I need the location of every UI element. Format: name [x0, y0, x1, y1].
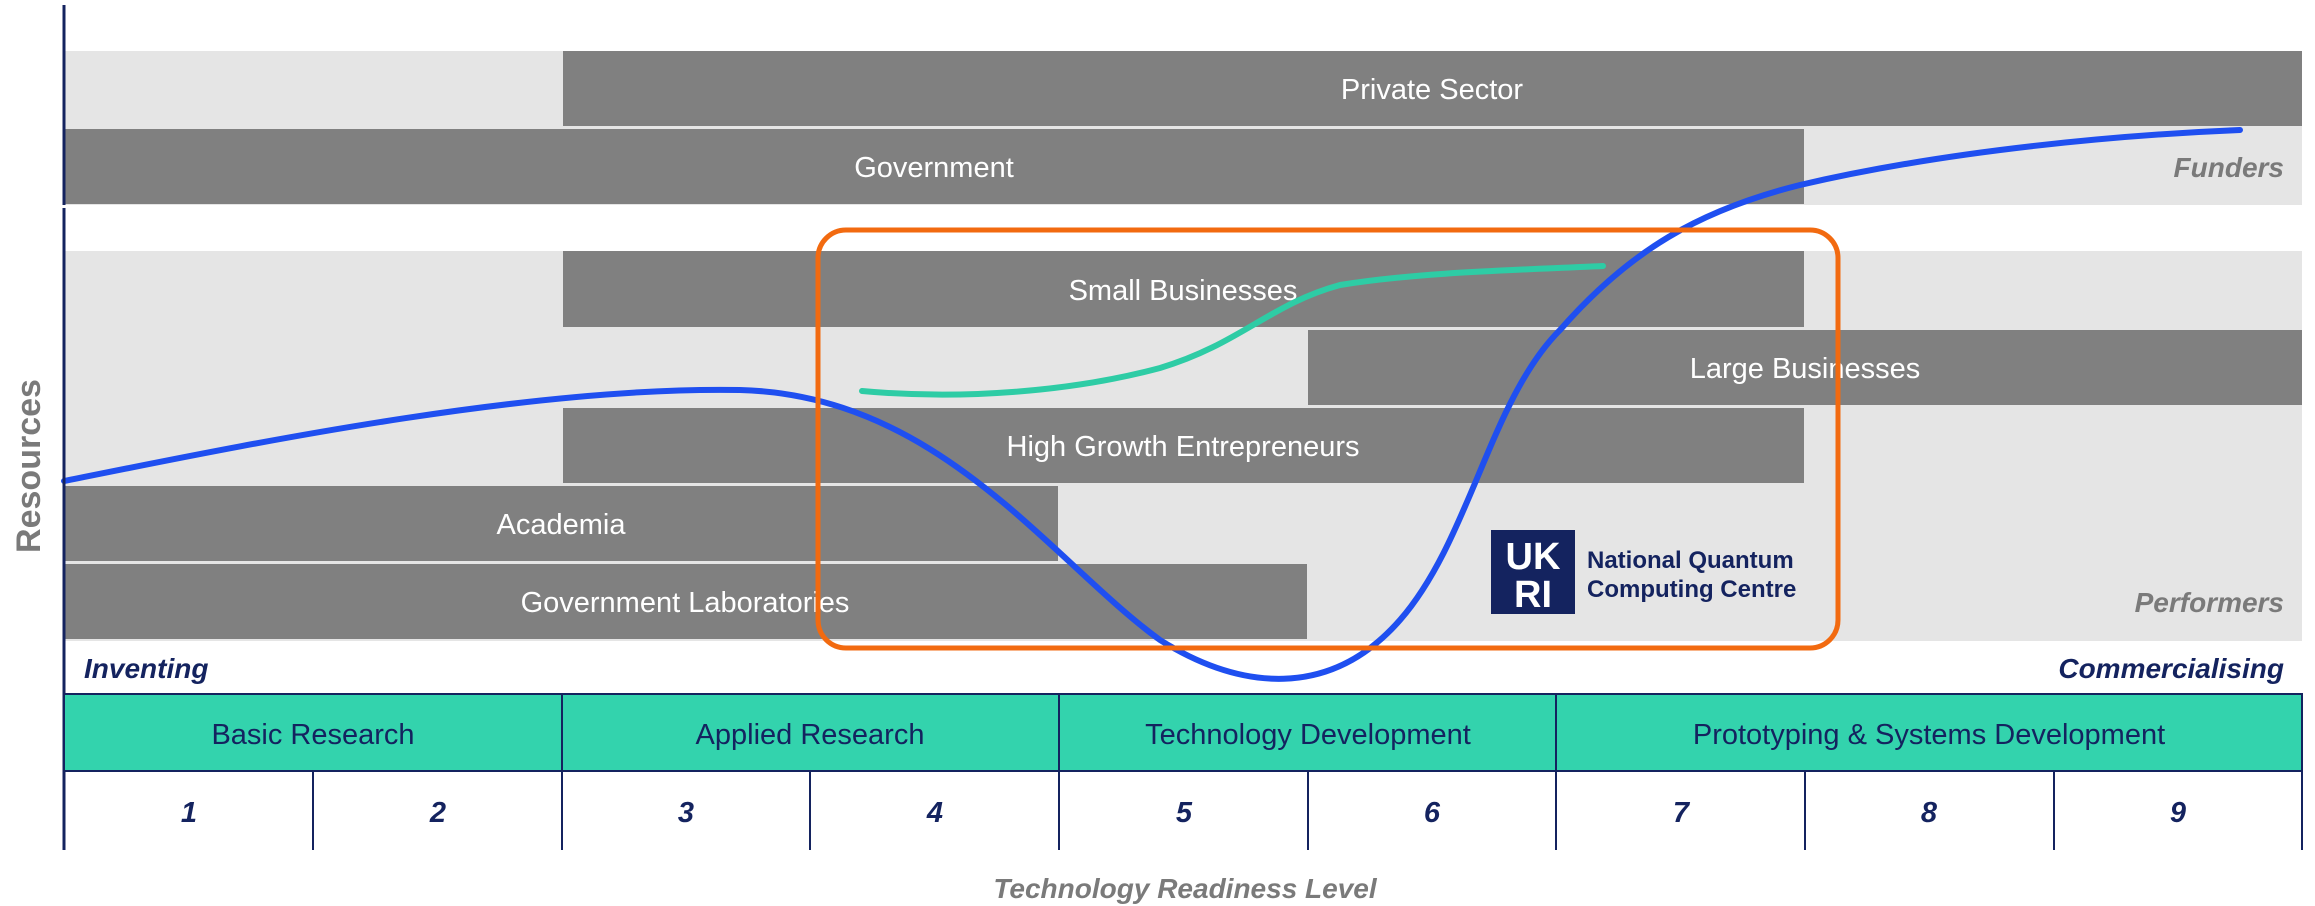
performers-label: Performers	[2135, 587, 2284, 618]
stage-technology-development-label: Technology Development	[1145, 719, 1471, 751]
large-businesses-bar	[1308, 330, 2302, 405]
stage-technology-development	[1058, 693, 1557, 772]
commercialising-label: Commercialising	[2058, 653, 2284, 684]
stage-basic-research	[63, 693, 563, 772]
academia-label: Academia	[497, 509, 627, 541]
ukri-mark-bottom: RI	[1514, 574, 1552, 616]
small-businesses-label: Small Businesses	[1069, 275, 1298, 307]
stage-basic-research-label: Basic Research	[211, 719, 414, 751]
trl-6: 6	[1424, 797, 1441, 829]
stage-prototyping-label: Prototyping & Systems Development	[1693, 719, 2165, 751]
government-laboratories-label: Government Laboratories	[521, 587, 850, 619]
academia-bar	[64, 486, 1058, 561]
high-growth-entrepreneurs-label: High Growth Entrepreneurs	[1007, 431, 1360, 463]
trl-8: 8	[1921, 797, 1938, 829]
high-growth-entrepreneurs-bar	[563, 408, 1804, 483]
trl-1: 1	[181, 797, 197, 829]
trl-2: 2	[429, 797, 446, 829]
ukri-mark	[1491, 530, 1575, 614]
funders-label: Funders	[2174, 152, 2284, 183]
trl-9: 9	[2170, 797, 2186, 829]
stage-row: Basic Research Applied Research Technolo…	[63, 693, 2303, 772]
private-sector-bar	[563, 51, 2302, 126]
private-sector-label: Private Sector	[1341, 74, 1523, 106]
nqcc-logo: UK RI National Quantum Computing Centre	[1491, 530, 1796, 616]
highlight-box	[815, 227, 1841, 651]
ukri-mark-top: UK	[1506, 536, 1561, 578]
blue-curve	[61, 127, 2243, 682]
logo-line-2: Computing Centre	[1587, 576, 1796, 603]
green-curve	[859, 263, 1606, 398]
trl-5: 5	[1176, 797, 1193, 829]
trl-row: 1 2 3 4 5 6 7 8 9	[181, 771, 2303, 850]
inventing-label: Inventing	[84, 653, 208, 684]
x-axis-label: Technology Readiness Level	[993, 873, 1378, 904]
large-businesses-label: Large Businesses	[1690, 353, 1921, 385]
stage-prototyping	[1555, 693, 2303, 772]
logo-line-1: National Quantum	[1587, 547, 1794, 574]
government-bar	[64, 129, 1804, 204]
government-laboratories-bar	[64, 564, 1307, 639]
trl-7: 7	[1673, 797, 1691, 829]
y-axis-label: Resources	[10, 379, 48, 553]
trl-3: 3	[678, 797, 694, 829]
government-label: Government	[854, 152, 1014, 184]
trl-4: 4	[926, 797, 943, 829]
stage-applied-research-label: Applied Research	[696, 719, 925, 751]
